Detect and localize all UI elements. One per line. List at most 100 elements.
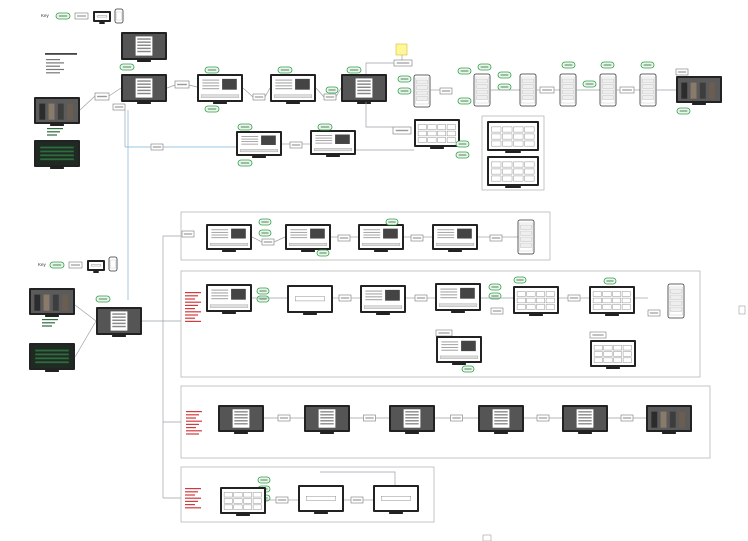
- annotation-text-line: [185, 501, 198, 502]
- screen-menu-item: [357, 80, 370, 81]
- screen-grid-cell: [593, 292, 601, 297]
- annotation-text-line: [185, 318, 195, 319]
- phone-row: [417, 80, 428, 84]
- pill-text-line: [606, 280, 613, 281]
- screen-grid-cell: [418, 131, 426, 136]
- screen-grid-cell: [517, 305, 525, 310]
- tv-stand: [529, 314, 543, 316]
- screen-grid-cell: [243, 492, 251, 497]
- annotation-text-line: [185, 314, 198, 315]
- action-box-text-line: [396, 130, 409, 131]
- section-note-line: [46, 59, 60, 60]
- connector-line: [366, 102, 393, 127]
- action-box-text-line: [292, 144, 300, 145]
- screen-ui-bar: [210, 305, 248, 308]
- pill-text-line: [123, 66, 131, 67]
- tv-stand: [405, 432, 419, 434]
- screen-ui-text: [211, 229, 228, 230]
- screen-ui-text: [363, 229, 380, 230]
- screen-ui-text: [440, 297, 457, 298]
- tv-screen-mockup: [287, 285, 333, 315]
- phone-mockup: [414, 75, 430, 107]
- tv-screen-mockup: [435, 283, 481, 313]
- phone-row: [643, 90, 654, 94]
- screen-menu-item: [494, 417, 507, 418]
- pill-text-line: [388, 221, 395, 222]
- tv-stand: [137, 60, 151, 62]
- screen-grid-cell: [546, 298, 554, 303]
- screen-figure: [53, 295, 59, 311]
- tv-stand: [93, 271, 98, 273]
- sticky-note: [396, 44, 407, 55]
- screen-ui-text: [211, 290, 228, 291]
- pill-text-line: [99, 298, 107, 299]
- phone-row: [671, 295, 682, 300]
- phone-row: [417, 86, 428, 90]
- phone-mockup: [668, 284, 684, 318]
- screen-menu-item: [112, 323, 125, 324]
- action-box-text-line: [542, 89, 552, 90]
- screen-grid-cell: [253, 499, 261, 504]
- action-box-text-line: [623, 417, 631, 418]
- pill-text-line: [501, 74, 509, 75]
- tv-stand: [252, 156, 266, 158]
- action-box-text-line: [115, 106, 123, 107]
- connector-line: [75, 305, 96, 321]
- section-note-line: [46, 62, 64, 63]
- screen-menu-item: [234, 414, 247, 415]
- screen-ui-text: [290, 237, 307, 238]
- screen-figure: [44, 295, 50, 311]
- tv-screen-mockup: [121, 74, 167, 104]
- action-box-text-line: [326, 96, 334, 97]
- screen-dialog: [381, 496, 410, 500]
- action-box-text-line: [622, 89, 632, 90]
- phone-row: [521, 237, 532, 242]
- tv-screen-mockup: [358, 224, 404, 252]
- screen-grid-cell: [525, 141, 535, 146]
- screen-ui-text: [440, 294, 457, 295]
- pill-text-line: [586, 83, 594, 84]
- action-box-text-line: [280, 417, 288, 418]
- phone-row: [477, 90, 488, 94]
- phone-row: [643, 79, 654, 83]
- tv-screen-mockup: [589, 286, 635, 316]
- screen-ui-bar: [289, 243, 327, 246]
- tv-stand: [448, 250, 462, 252]
- screen-menu-item: [234, 423, 247, 424]
- action-box-text-line: [255, 96, 263, 97]
- screen-grid-cell: [491, 176, 501, 181]
- phone-row: [603, 85, 614, 89]
- screen-ui-bar: [362, 243, 400, 246]
- screen-ui-bar: [364, 306, 402, 309]
- tv-stand: [452, 363, 466, 365]
- annotation-text-line: [185, 494, 195, 495]
- tv-screen-mockup: [220, 487, 266, 516]
- phone-row: [521, 225, 532, 230]
- pill-text-line: [261, 221, 268, 222]
- action-box-text-line: [340, 237, 348, 238]
- screen-ui-text: [211, 235, 228, 236]
- screen-menu-item: [234, 411, 247, 412]
- screen-grid-cell: [437, 138, 445, 143]
- annotation-text-line: [185, 292, 201, 293]
- screen-ui-image: [335, 135, 350, 144]
- screen-ui-text: [440, 291, 457, 292]
- phone-mockup: [115, 9, 123, 23]
- screen-ui-text: [275, 82, 292, 83]
- annotation-text-line: [185, 488, 201, 489]
- screen-ui-text: [437, 229, 454, 230]
- screen-grid-cell: [613, 358, 621, 363]
- annotation-text-line: [42, 322, 55, 323]
- annotation-text-line: [185, 507, 201, 508]
- screen-ui-bar: [240, 149, 278, 152]
- screen-ui-image: [460, 288, 475, 299]
- screen-grid-cell: [612, 305, 620, 310]
- screen-grid-cell: [243, 499, 251, 504]
- phone-row: [523, 79, 534, 83]
- annotation-text-line: [185, 504, 195, 505]
- screen-grid-cell: [612, 298, 620, 303]
- screen-row: [35, 361, 69, 363]
- screen-grid-cell: [603, 305, 611, 310]
- tv-screen-mockup: [436, 336, 482, 365]
- tv-screen-mockup: [304, 405, 350, 434]
